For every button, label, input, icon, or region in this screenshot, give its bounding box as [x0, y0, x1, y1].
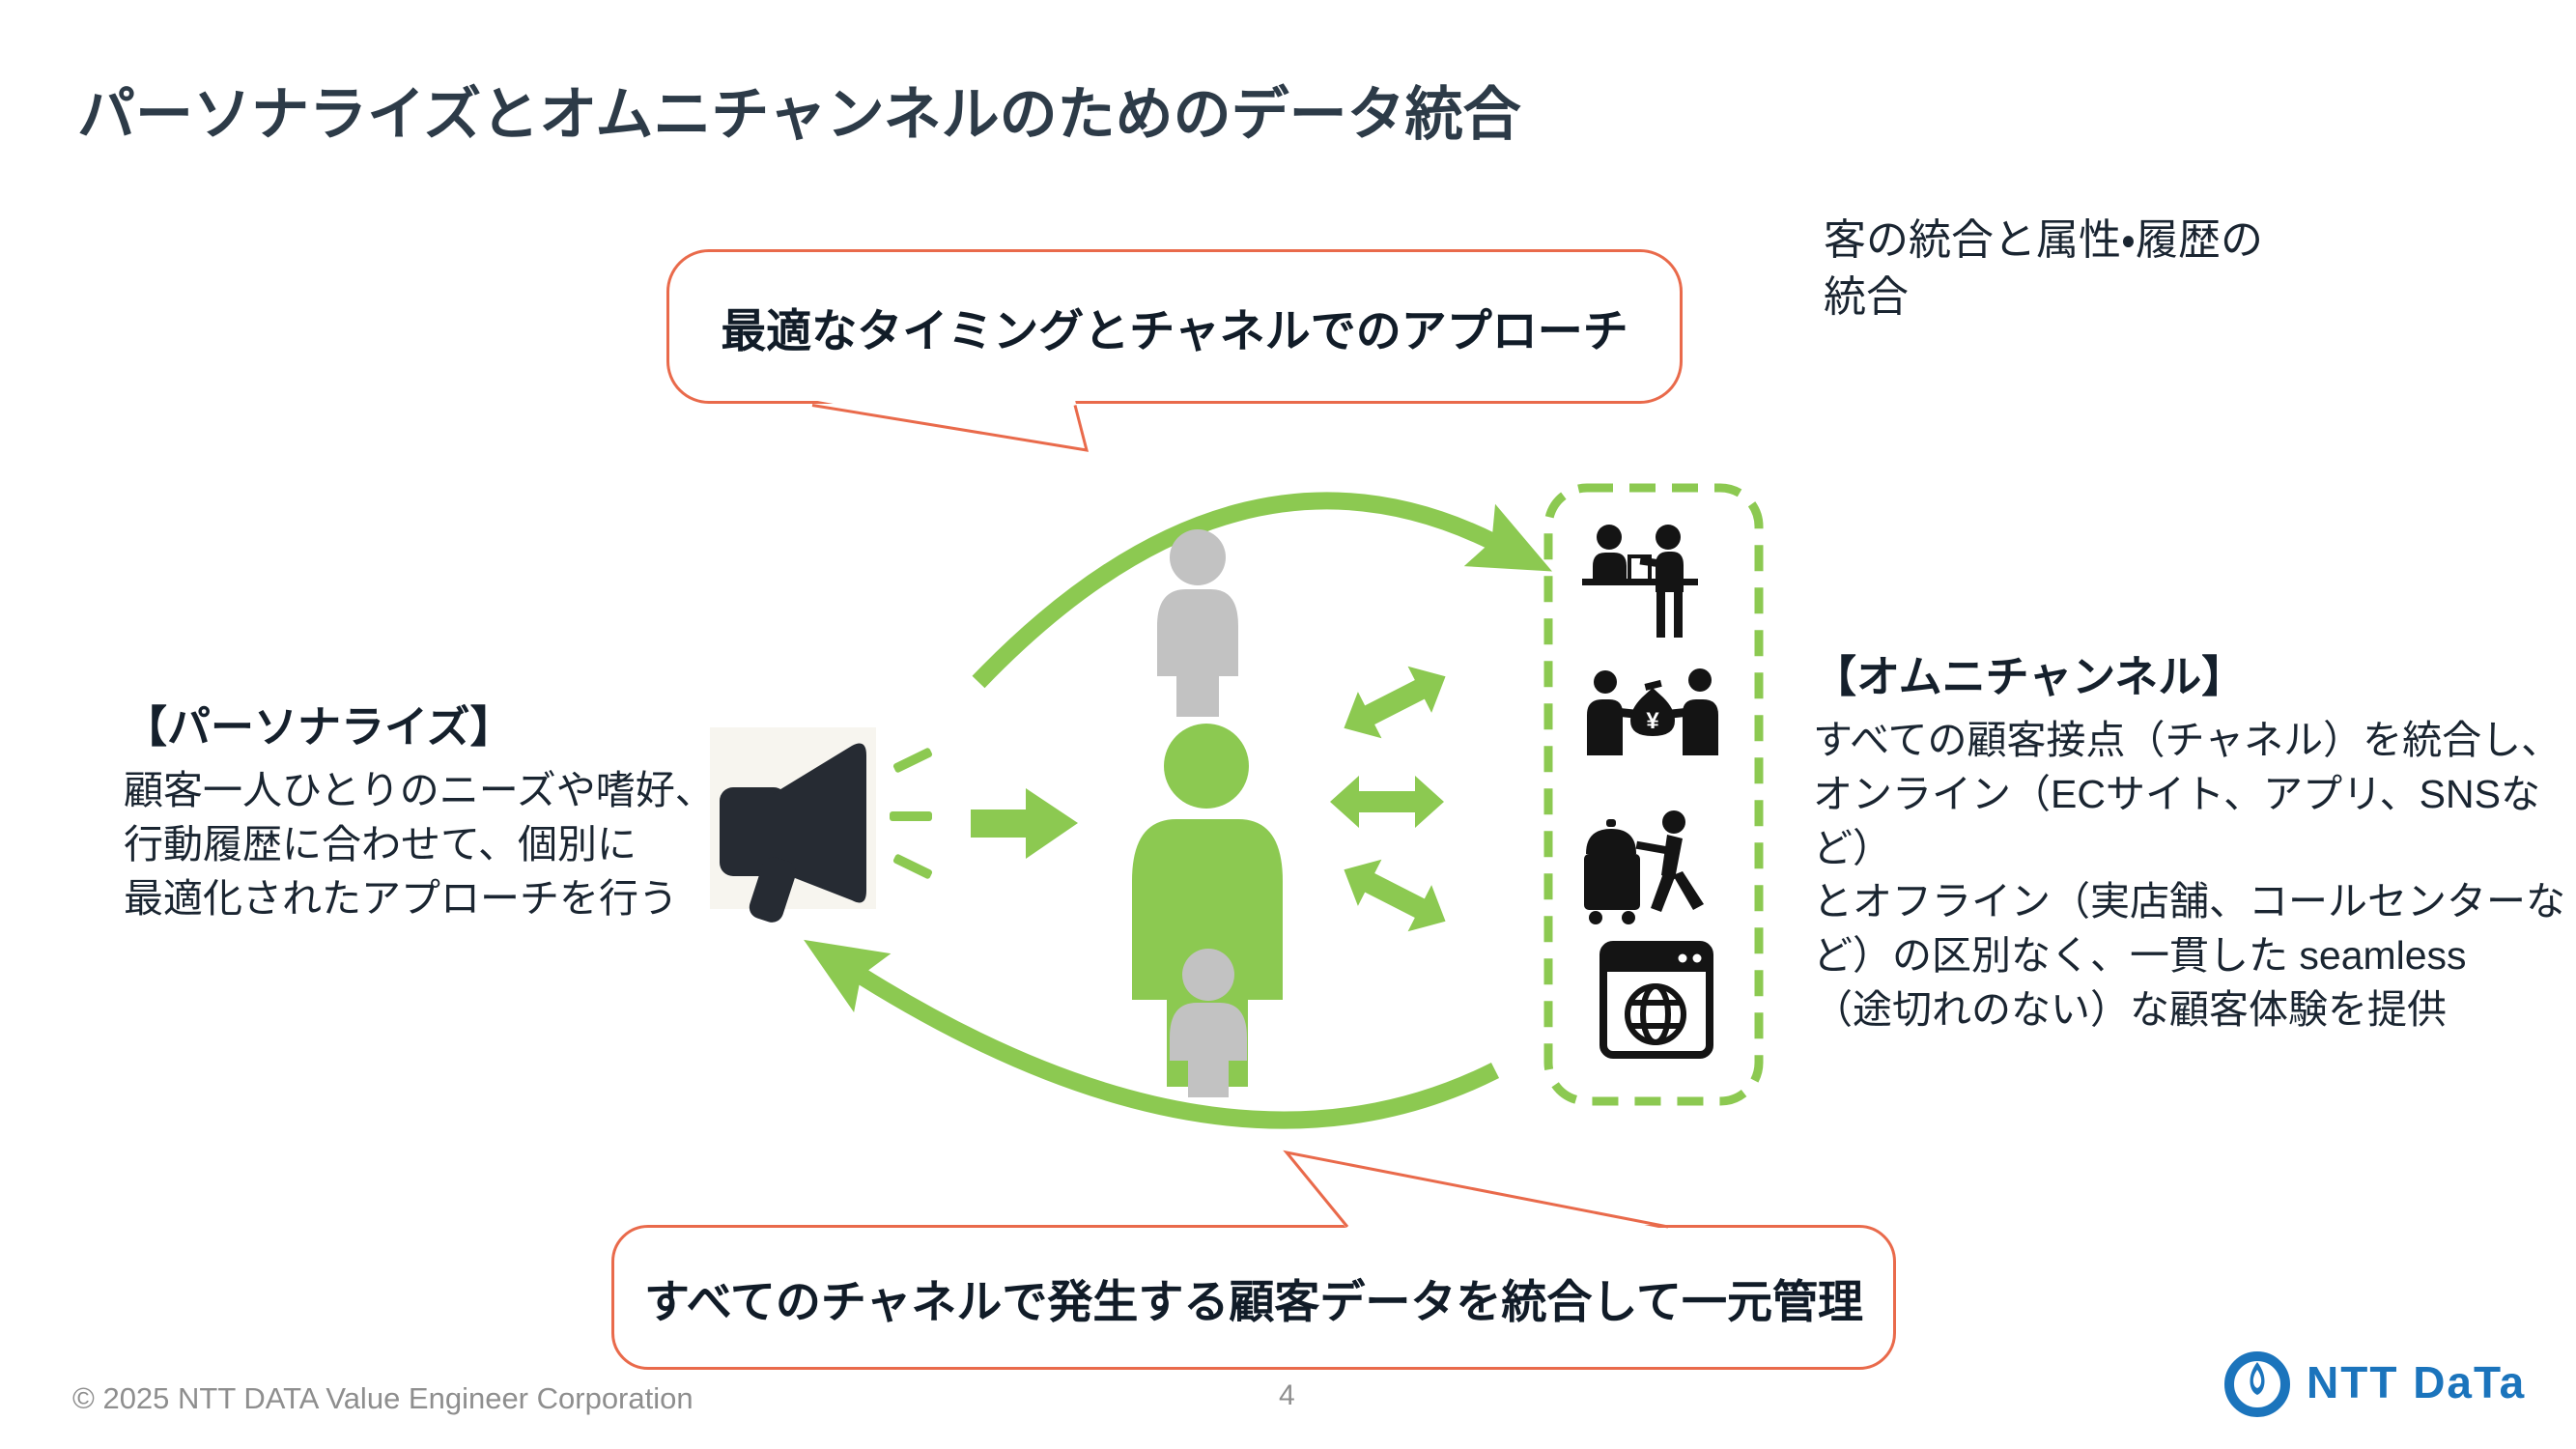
omnichannel-block: 【オムニチャンネル】 すべての顧客接点（チャネル）を統合し、 オンライン（ECサ… [1813, 641, 2576, 1037]
personalize-body: 顧客一人ひとりのニーズや嗜好、 行動履歴に合わせて、個別に 最適化されたアプロー… [124, 768, 715, 921]
callout-top: 最適なタイミングとチャネルでのアプローチ [666, 249, 1683, 404]
callout-bottom: すべてのチャネルで発生する顧客データを統合して一元管理 [611, 1225, 1896, 1370]
svg-text:¥: ¥ [1646, 708, 1659, 734]
cycle-arrow-top [972, 492, 1553, 689]
omnichannel-body: すべての顧客接点（チャネル）を統合し、 オンライン（ECサイト、アプリ、SNSな… [1813, 718, 2565, 1032]
arrow-right-icon [971, 788, 1078, 859]
page-number: 4 [1279, 1379, 1295, 1411]
delivery-cart-icon [1584, 810, 1704, 924]
callout-bottom-label: すべてのチャネルで発生する顧客データを統合して一元管理 [644, 1275, 1863, 1327]
callout-top-label: 最適なタイミングとチャネルでのアプローチ [721, 304, 1628, 356]
personalize-heading: 【パーソナライズ】 [124, 702, 514, 752]
personalize-block: 【パーソナライズ】 顧客一人ひとりのニーズや嗜好、 行動履歴に合わせて、個別に … [124, 692, 819, 925]
page-title: パーソナライズとオムニチャンネルのためのデータ統合 [77, 82, 1521, 147]
double-arrow-bottom [1344, 859, 1446, 932]
callout-top-tail [811, 400, 1090, 452]
person-gray-bottom [1170, 949, 1247, 1097]
footer-copyright: © 2025 NTT DATA Value Engineer Corporati… [72, 1381, 694, 1415]
sound-waves-icon [890, 748, 933, 879]
double-arrow-middle [1330, 776, 1444, 828]
cycle-arrow-bottom [804, 939, 1500, 1129]
ntt-data-emblem-icon [2224, 1351, 2290, 1417]
channels-dashed-box [1543, 483, 1764, 1106]
ntt-data-wordmark: NTT DaTa [2307, 1357, 2527, 1407]
person-gray-top [1157, 529, 1238, 717]
payment-exchange-icon: ¥ [1587, 668, 1718, 755]
ntt-data-logo: NTT DaTa [2222, 1347, 2526, 1418]
omnichannel-heading: 【オムニチャンネル】 [1813, 652, 2246, 701]
callout-bottom-tail [1283, 1150, 1669, 1230]
counter-service-icon [1582, 525, 1698, 638]
double-arrow-top [1344, 666, 1446, 739]
web-browser-globe-icon [1599, 941, 1713, 1059]
customer-person-green [1132, 724, 1283, 1087]
note-top-right: 客の統合と属性・履歴の 統合 [1824, 216, 2263, 321]
